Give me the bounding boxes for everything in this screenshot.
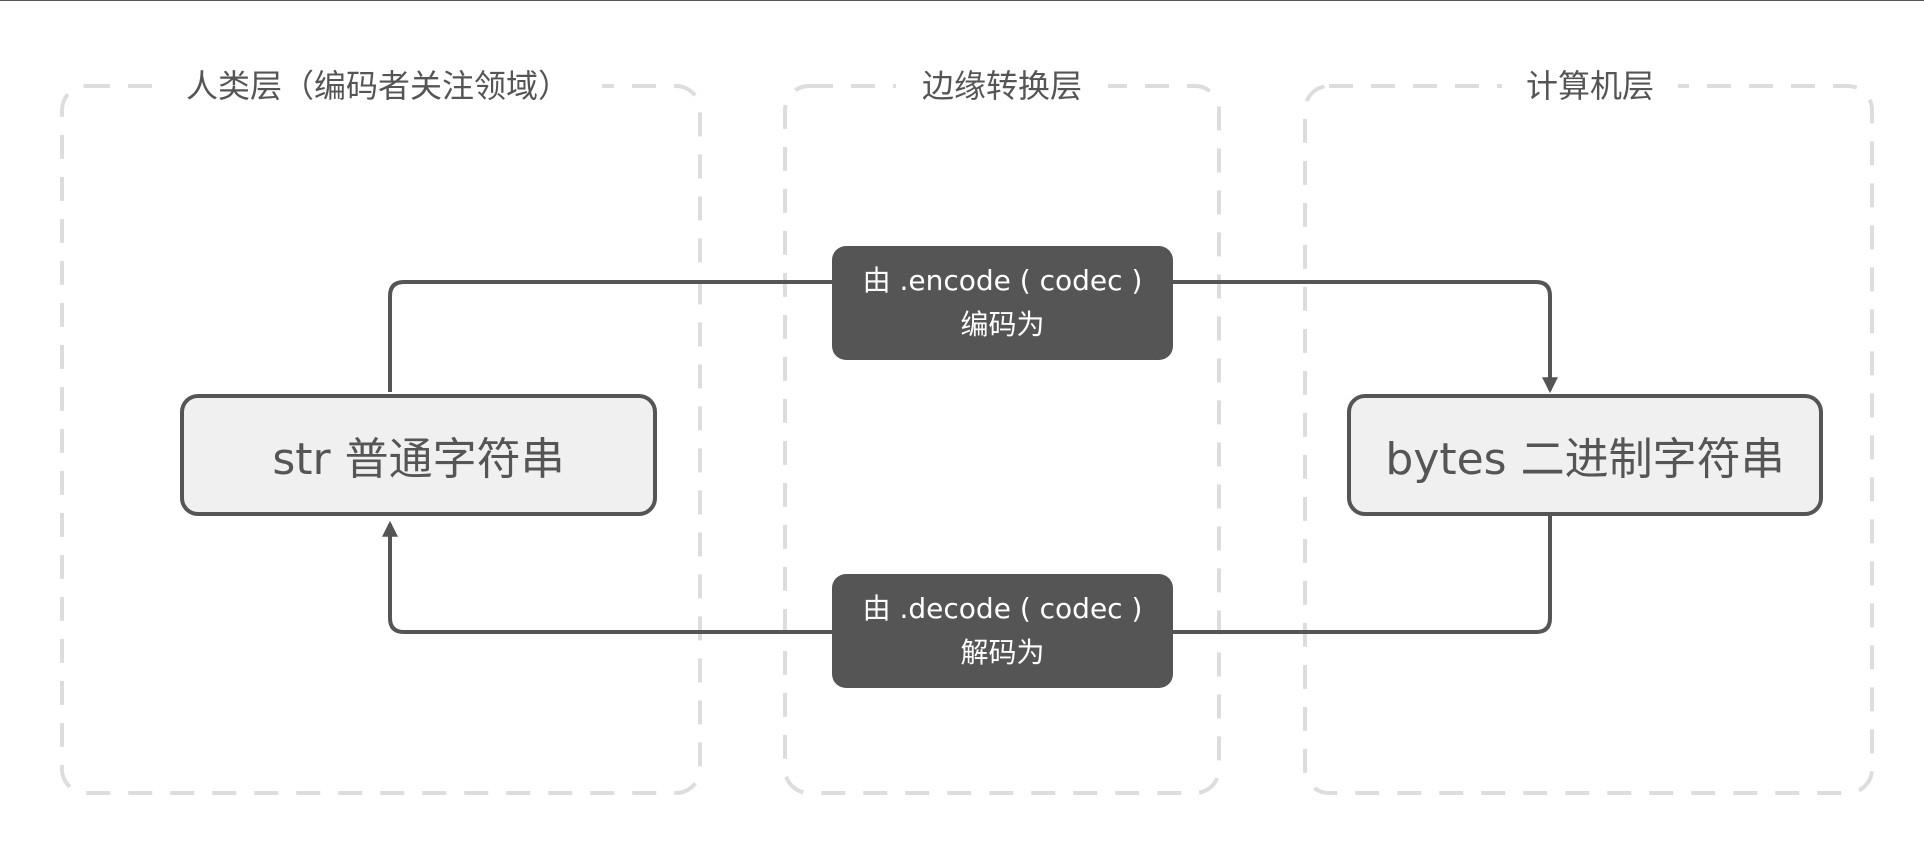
bytes-node-label: bytes 二进制字符串 xyxy=(1385,434,1785,485)
zone-edge-boundary xyxy=(783,84,1221,795)
str-node-label: str 普通字符串 xyxy=(272,434,565,485)
zone-edge-title: 边缘转换层 xyxy=(896,66,1108,106)
zone-human-title: 人类层（编码者关注领域） xyxy=(154,66,602,106)
decode-operation-box: 由 .decode ( codec ) 解码为 xyxy=(832,574,1173,688)
encode-operation-box: 由 .encode ( codec ) 编码为 xyxy=(832,246,1173,360)
bytes-node: bytes 二进制字符串 xyxy=(1347,394,1823,516)
decode-operation-caption: 解码为 xyxy=(960,636,1045,669)
encode-operation-label: 由 .encode ( codec ) xyxy=(862,264,1143,297)
encode-operation-caption: 编码为 xyxy=(960,308,1045,341)
str-node: str 普通字符串 xyxy=(180,394,657,516)
top-rule xyxy=(0,0,1924,1)
decode-operation-label: 由 .decode ( codec ) xyxy=(862,592,1143,625)
zone-computer-title: 计算机层 xyxy=(1502,66,1678,106)
